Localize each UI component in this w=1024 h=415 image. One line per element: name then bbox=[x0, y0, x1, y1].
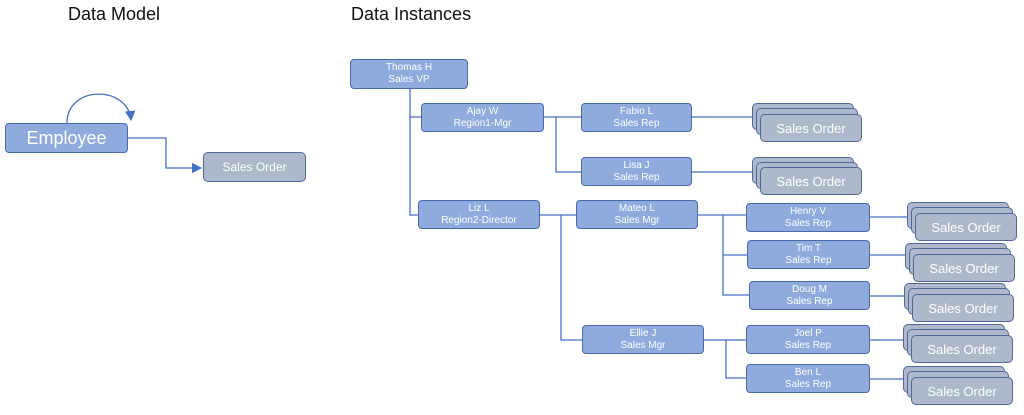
node-name: Henry V bbox=[789, 205, 827, 217]
node-name: Ellie J bbox=[629, 327, 657, 339]
node-name: Mateo L bbox=[618, 202, 656, 214]
sales-order-card: Sales Order bbox=[760, 167, 862, 195]
sales-order-card: Sales Order bbox=[912, 294, 1014, 322]
node-name: Joel P bbox=[794, 327, 822, 339]
node-name: Ben L bbox=[794, 366, 822, 378]
node-name: Tim T bbox=[796, 242, 821, 254]
sales-order-stack-tim[interactable]: Sales Order bbox=[905, 243, 1015, 283]
node-name: Lisa J bbox=[623, 159, 650, 171]
sales-order-stack-lisa[interactable]: Sales Order bbox=[752, 157, 862, 197]
sales-order-stack-henry[interactable]: Sales Order bbox=[907, 202, 1017, 242]
node-name: Ajay W bbox=[466, 105, 499, 117]
node-role: Sales Rep bbox=[784, 217, 832, 229]
sales-order-card: Sales Order bbox=[913, 254, 1015, 282]
node-role: Sales Mgr bbox=[620, 339, 666, 351]
sales-order-card: Sales Order bbox=[915, 213, 1017, 241]
node-name: Doug M bbox=[791, 283, 827, 295]
data-instances-title: Data Instances bbox=[351, 4, 472, 24]
employee-entity[interactable]: Employee bbox=[5, 123, 128, 153]
sales-order-stack-joel[interactable]: Sales Order bbox=[903, 324, 1013, 364]
node-role: Sales VP bbox=[388, 74, 430, 85]
employee-to-order-arrow bbox=[128, 137, 203, 174]
sales-order-card: Sales Order bbox=[760, 114, 862, 142]
self-relation-arrow bbox=[66, 93, 136, 124]
node-role: Sales Rep bbox=[784, 339, 832, 351]
node-role: Sales Rep bbox=[784, 378, 832, 390]
sales-order-stack-ben[interactable]: Sales Order bbox=[903, 366, 1013, 406]
node-role: Sales Rep bbox=[613, 117, 660, 129]
sales-order-card: Sales Order bbox=[911, 335, 1013, 363]
data-model-title: Data Model bbox=[68, 4, 161, 24]
sales-order-stack-doug[interactable]: Sales Order bbox=[904, 283, 1014, 323]
sales-order-entity[interactable]: Sales Order bbox=[203, 152, 306, 182]
sales-order-stack-fabio[interactable]: Sales Order bbox=[752, 103, 862, 143]
node-role: Sales Rep bbox=[613, 171, 660, 183]
node-role: Sales Rep bbox=[786, 295, 833, 307]
node-name: Fabio L bbox=[619, 105, 654, 117]
node-name: Thomas H bbox=[385, 62, 433, 73]
node-role: Region2-Director bbox=[441, 214, 517, 226]
node-role: Sales Rep bbox=[785, 254, 832, 266]
node-name: Liz L bbox=[468, 202, 490, 214]
node-role: Sales Mgr bbox=[614, 214, 660, 226]
node-role: Region1-Mgr bbox=[453, 117, 512, 129]
sales-order-card: Sales Order bbox=[911, 377, 1013, 405]
